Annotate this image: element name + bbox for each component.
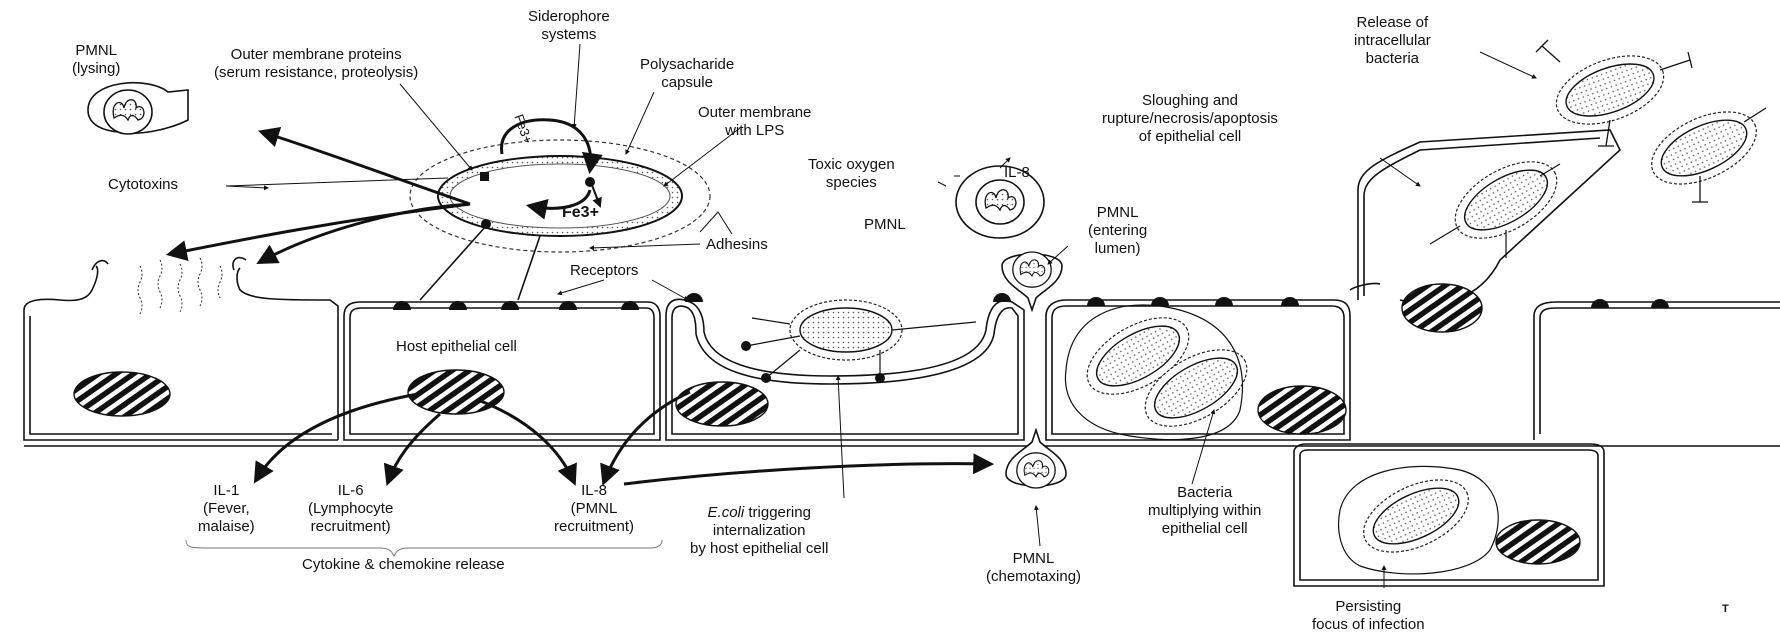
receptor-icon <box>1151 297 1169 306</box>
bacterium-icon <box>790 300 902 360</box>
receptor-icon <box>1215 297 1233 306</box>
bacterium-icon <box>1641 97 1768 199</box>
cytokine-bracket <box>186 540 662 556</box>
nucleus-icon <box>1402 284 1482 332</box>
released-bacteria <box>1536 40 1767 202</box>
bacterium-icon <box>1353 465 1480 567</box>
fe3-lower-label: Fe3+ <box>562 204 599 222</box>
nucleus-icon <box>74 372 170 416</box>
arrow-icon <box>388 414 440 482</box>
pmnl-chemotaxing-label: PMNL(chemotaxing) <box>986 550 1081 586</box>
ecoli-rest: triggering <box>744 504 811 521</box>
receptor-icon <box>1087 297 1105 306</box>
receptor-icon <box>1651 299 1669 308</box>
pmnl-cell-icon <box>88 83 188 134</box>
outer-membrane-proteins-label: Outer membrane proteins(serum resistance… <box>214 46 418 82</box>
cytotoxin-debris <box>138 258 222 314</box>
sloughing-bacteria <box>1430 146 1569 258</box>
persisting-bacterium <box>1339 465 1499 574</box>
nucleus-icon <box>408 370 504 414</box>
host-epithelial-cell-label: Host epithelial cell <box>396 338 517 356</box>
pmnl-cell-icon <box>1006 430 1066 488</box>
receptor-icon <box>685 293 703 302</box>
pmnl-lysing-label: PMNL(lysing) <box>72 42 120 78</box>
nucleus-icon <box>1258 386 1346 434</box>
receptor-icon <box>1281 297 1299 306</box>
pmnl-label: PMNL <box>864 216 906 234</box>
nucleus-icon <box>676 382 768 426</box>
receptor-icon <box>1591 299 1609 308</box>
internalized-bacterium <box>741 300 976 383</box>
adhering-bacterium <box>410 120 710 300</box>
cytotoxins-label: Cytotoxins <box>108 176 178 194</box>
multiplying-bacteria <box>1065 302 1259 442</box>
ecoli-name: E.coli <box>708 504 745 521</box>
nucleus-icon <box>1496 520 1580 564</box>
adhesins-label: Adhesins <box>706 236 768 254</box>
arrow-icon <box>478 400 574 482</box>
corner-mark: T <box>1722 600 1729 618</box>
pmnl-cell-icon <box>956 166 1044 238</box>
arrow-icon <box>624 464 990 484</box>
cytokine-release-label: Cytokine & chemokine release <box>302 556 505 574</box>
il8-top-label: IL-8 <box>1004 164 1030 182</box>
receptor-icon <box>993 293 1011 302</box>
il1-label: IL-1(Fever,malaise) <box>198 482 255 536</box>
receptors-label: Receptors <box>570 262 638 280</box>
